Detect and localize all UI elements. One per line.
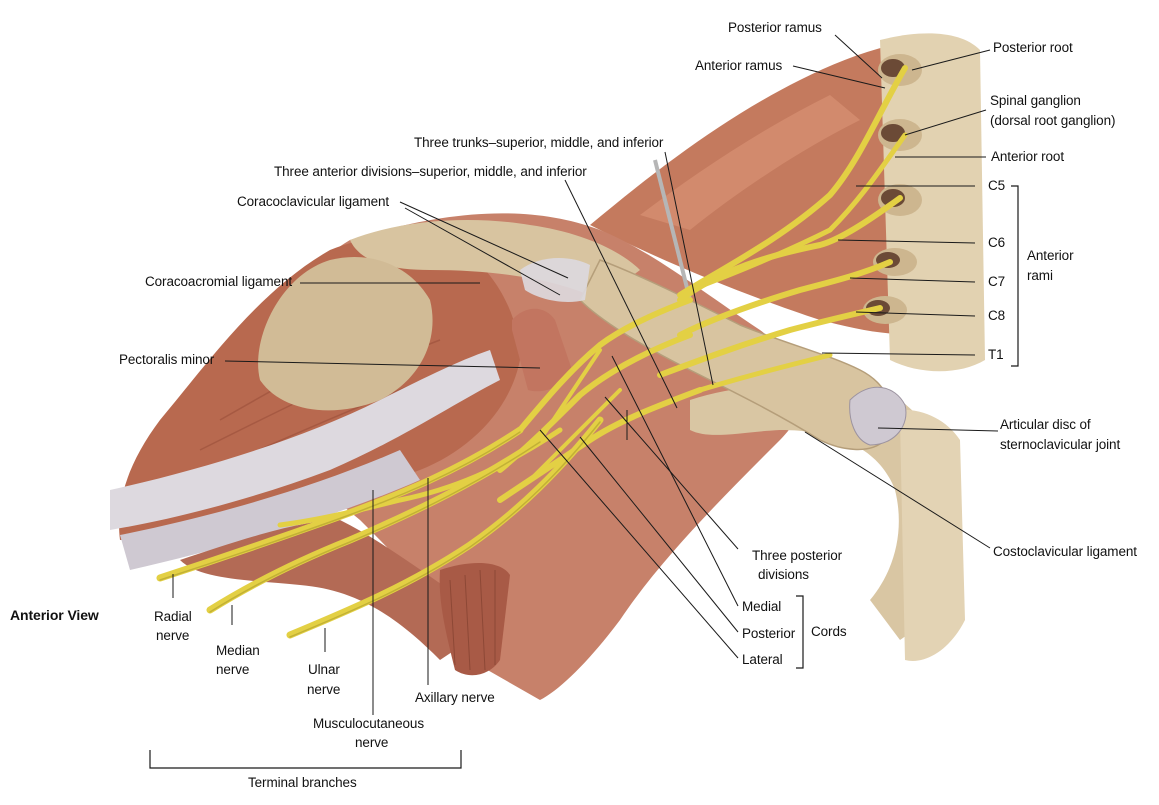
label-cords: Cords	[811, 624, 847, 639]
label-c6: C6	[988, 235, 1006, 250]
label-c5: C5	[988, 178, 1006, 193]
label-three-posterior-divisions-1: Three posterior	[752, 548, 843, 563]
label-c8: C8	[988, 308, 1006, 323]
first-rib	[690, 385, 960, 640]
label-posterior-ramus: Posterior ramus	[728, 20, 822, 35]
label-coracoclavicular-ligament: Coracoclavicular ligament	[237, 194, 390, 209]
label-ulnar-nerve-2: nerve	[307, 682, 341, 697]
label-three-anterior-divisions: Three anterior divisions–superior, middl…	[274, 164, 587, 179]
label-articular-disc-1: Articular disc of	[1000, 417, 1091, 432]
probe	[653, 159, 692, 301]
label-posterior-root: Posterior root	[993, 40, 1073, 55]
label-radial-nerve-2: nerve	[156, 628, 190, 643]
humeral-head	[258, 256, 433, 411]
label-spinal-ganglion: Spinal ganglion	[990, 93, 1081, 108]
nerves	[156, 65, 908, 639]
label-t1: T1	[988, 347, 1004, 362]
label-three-posterior-divisions-2: divisions	[758, 567, 809, 582]
label-three-trunks: Three trunks–superior, middle, and infer…	[414, 135, 664, 150]
label-terminal-branches: Terminal branches	[248, 775, 357, 790]
arm-tendon	[110, 350, 500, 530]
label-musculocutaneous-nerve-2: nerve	[355, 735, 389, 750]
biceps-muscle	[180, 520, 470, 660]
label-ulnar-nerve-1: Ulnar	[308, 662, 340, 677]
rib-cartilage	[860, 409, 965, 661]
cords-bracket	[796, 595, 804, 669]
coracoclavicular-ligament-shape	[520, 258, 590, 302]
label-pectoralis-minor: Pectoralis minor	[119, 352, 215, 367]
label-posterior-cord: Posterior	[742, 626, 796, 641]
neck-muscle-shade	[640, 95, 860, 230]
label-articular-disc-2: sternoclavicular joint	[1000, 437, 1121, 452]
label-lateral-cord: Lateral	[742, 652, 783, 667]
label-median-nerve-1: Median	[216, 643, 260, 658]
terminal-branches-bracket	[149, 750, 462, 769]
pectoralis-minor-muscle	[512, 308, 572, 392]
arm-tendon-2	[120, 450, 420, 570]
label-musculocutaneous-nerve-1: Musculocutaneous	[313, 716, 424, 731]
label-radial-nerve-1: Radial	[154, 609, 192, 624]
label-anterior-ramus: Anterior ramus	[695, 58, 783, 73]
label-medial-cord: Medial	[742, 599, 782, 614]
label-dorsal-root-ganglion: (dorsal root ganglion)	[990, 113, 1116, 128]
leader-lines	[172, 34, 999, 715]
anterior-rami-bracket	[1011, 185, 1019, 367]
label-anterior-view: Anterior View	[10, 607, 99, 623]
label-median-nerve-2: nerve	[216, 662, 250, 677]
sternoclavicular-disc	[849, 386, 907, 446]
label-coracoacromial-ligament: Coracoacromial ligament	[145, 274, 293, 289]
label-costoclavicular-ligament: Costoclavicular ligament	[993, 544, 1137, 559]
label-c7: C7	[988, 274, 1006, 289]
pectoralis-cut	[439, 563, 510, 676]
vertebral-column	[880, 33, 985, 372]
label-anterior-rami-2: rami	[1027, 268, 1053, 283]
label-anterior-rami-1: Anterior	[1027, 248, 1074, 263]
label-anterior-root: Anterior root	[991, 149, 1064, 164]
label-axillary-nerve: Axillary nerve	[415, 690, 495, 705]
pectoralis-fibers	[449, 569, 496, 671]
nerve-shading	[159, 421, 601, 638]
